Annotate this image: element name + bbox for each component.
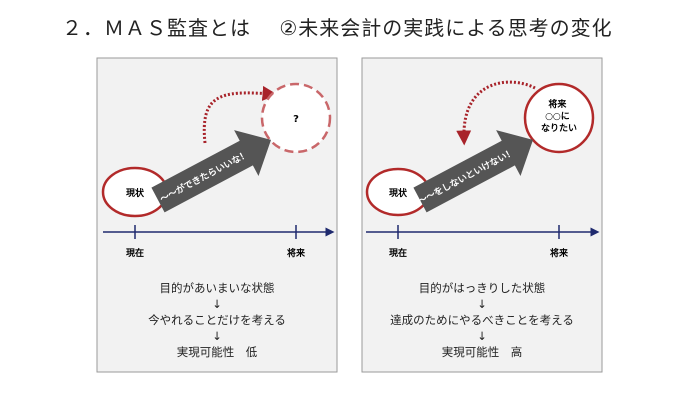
caption-arrow: ↓ (212, 329, 222, 343)
dotted-arc-arrow (202, 85, 278, 144)
caption: 目的があいまいな状態 (159, 281, 275, 295)
timeline-now-label: 現在 (126, 247, 144, 259)
current-label: 現状 (389, 187, 408, 199)
future-label: ? (293, 114, 299, 125)
caption: 実現可能性 高 (441, 345, 523, 359)
timeline-future-label: 将来 (287, 247, 306, 259)
future-circle (523, 82, 595, 154)
caption: 目的がはっきりした状態 (418, 281, 546, 295)
right-captions: 目的がはっきりした状態 ↓ 達成のためにやるべきことを考える ↓ 実現可能性 高 (362, 280, 602, 360)
timeline-now-label: 現在 (389, 247, 407, 259)
future-dashed-circle (260, 82, 332, 154)
caption-arrow: ↓ (212, 297, 222, 311)
caption-arrow: ↓ (477, 297, 487, 311)
future-label: 将来 ○○に なりたい (541, 98, 577, 134)
caption-arrow: ↓ (477, 329, 487, 343)
left-captions: 目的があいまいな状態 ↓ 今やれることだけを考える ↓ 実現可能性 低 (97, 280, 337, 360)
timeline-future-label: 将来 (550, 247, 569, 259)
current-label: 現状 (126, 187, 145, 199)
caption: 達成のためにやるべきことを考える (390, 313, 574, 327)
dotted-arc-back-arrow (456, 80, 536, 146)
caption: 今やれることだけを考える (148, 313, 286, 327)
page-title: ２．ＭＡＳ監査とは ②未来会計の実践による思考の変化 (62, 16, 613, 40)
caption: 実現可能性 低 (176, 345, 258, 359)
